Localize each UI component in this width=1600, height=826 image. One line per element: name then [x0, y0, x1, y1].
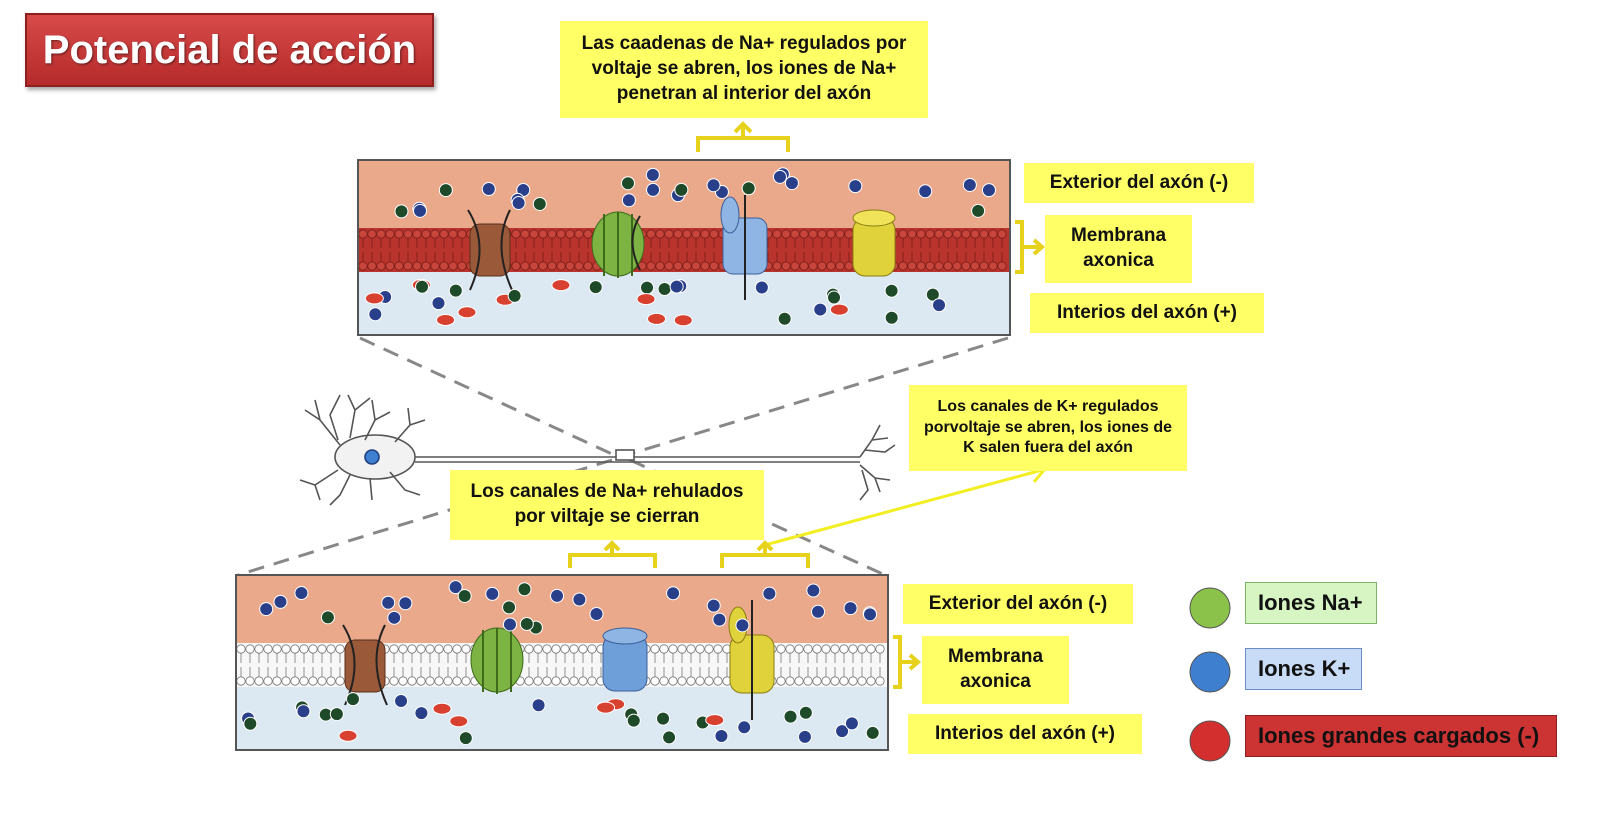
legend-k-label: Iones K+ [1245, 648, 1362, 690]
legend-large-ion-label: Iones grandes cargados (-) [1245, 715, 1557, 757]
top-ions [364, 167, 996, 327]
page-title: Potencial de acción [25, 13, 434, 87]
top-interior-label: Interios del axón (+) [1030, 293, 1264, 333]
top-leak-channel [467, 209, 513, 291]
legend-large-ion-dot [1189, 720, 1231, 762]
bottom-na-channel [470, 627, 524, 694]
bottom-membrane-label: Membrana axonica [922, 636, 1069, 704]
top-na-channel [591, 211, 645, 278]
legend-dots [1189, 587, 1231, 762]
callout-k-open: Los canales de K+ regulados porvoltaje s… [909, 385, 1187, 471]
top-panel [357, 121, 1046, 336]
legend-na-dot [1189, 587, 1231, 629]
legend-na-label: Iones Na+ [1245, 582, 1377, 624]
bottom-k-channel [602, 627, 648, 692]
top-membrane-label: Membrana axonica [1045, 215, 1192, 283]
neuron-illustration [299, 394, 896, 506]
callout-na-open: Las caadenas de Na+ regulados por voltaj… [560, 21, 928, 118]
zoom-lines-top [359, 336, 1009, 456]
bottom-leak-channel [342, 624, 388, 706]
k-callout-arrow [764, 468, 1043, 547]
bottom-exterior-label: Exterior del axón (-) [903, 584, 1133, 624]
top-k-channel [720, 195, 768, 300]
bottom-ions [241, 580, 880, 746]
bottom-exterior-region [236, 575, 888, 645]
legend-k-dot [1189, 651, 1231, 693]
bottom-panel [235, 540, 922, 751]
callout-na-close: Los canales de Na+ rehulados por viltaje… [450, 470, 764, 540]
top-pump [852, 209, 896, 277]
bottom-interior-label: Interios del axón (+) [908, 714, 1142, 754]
top-exterior-label: Exterior del axón (-) [1024, 163, 1254, 203]
